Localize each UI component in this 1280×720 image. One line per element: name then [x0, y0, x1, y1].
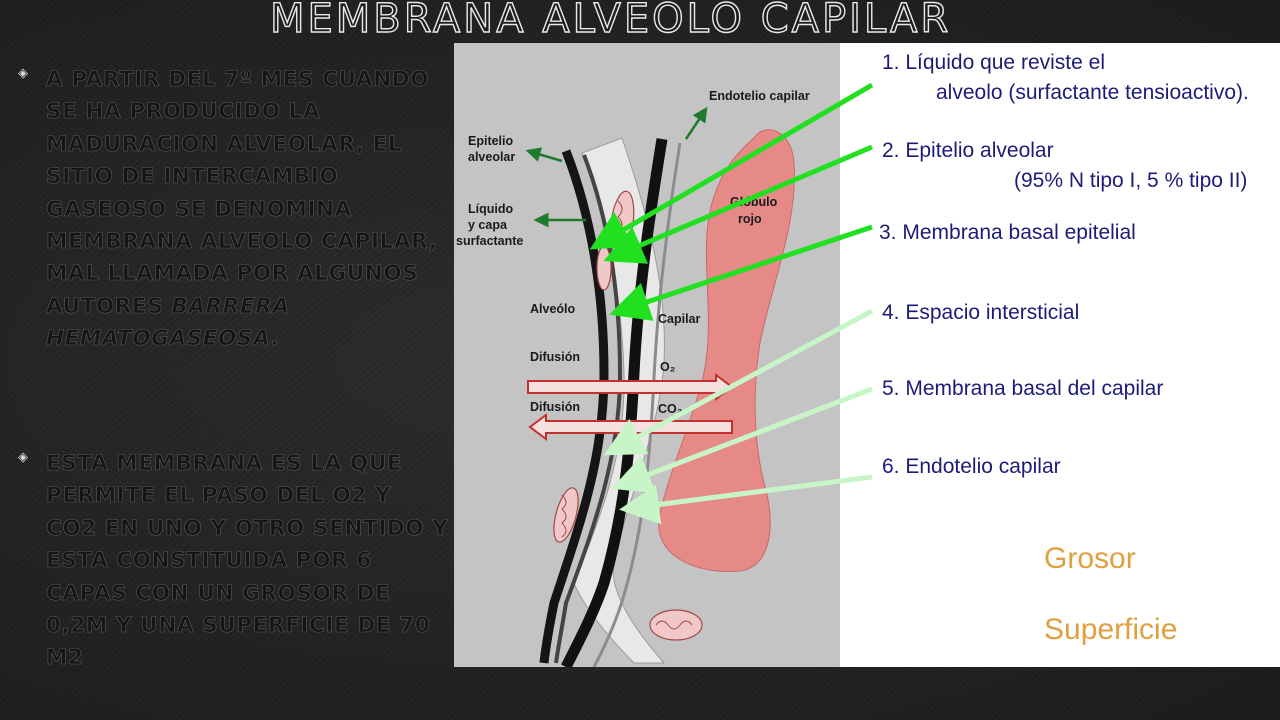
- label-liquido-2: y capa: [468, 218, 508, 232]
- layer-4-label: 4. Espacio intersticial: [882, 301, 1079, 324]
- layer-4-pointer-arrow: [603, 308, 874, 456]
- label-co2: CO₂: [658, 402, 682, 416]
- layer-1-line-2: alveolo (surfactante tensioactivo).: [936, 81, 1249, 104]
- endotelio-pointer-arrow: [684, 106, 708, 140]
- layer-1-line-1: 1. Líquido que reviste el: [882, 51, 1105, 74]
- layer-2-line-1: 2. Epitelio alveolar: [882, 139, 1054, 162]
- layer-3-pointer-arrow: [609, 224, 873, 321]
- bullet-item-2: ◈ ESTA MEMBRANA ES LA QUE PERMITE EL PAS…: [18, 448, 450, 675]
- bullet-text-2: ESTA MEMBRANA ES LA QUE PERMITE EL PASO …: [46, 448, 450, 675]
- layer-1-pointer-arrow: [589, 82, 874, 250]
- label-o2: O₂: [660, 360, 675, 374]
- layer-5-pointer-arrow: [611, 386, 873, 494]
- bullet-text-1: A PARTIR DEL 7º MES CUANDO SE HA PRODUCI…: [46, 64, 450, 356]
- bullet-2-main: ESTA MEMBRANA ES LA QUE PERMITE EL PASO …: [46, 451, 449, 671]
- red-blood-cell: [658, 129, 795, 573]
- membrane-capillary-basal: [592, 142, 682, 667]
- epitelio-pointer-arrow: [525, 147, 563, 163]
- label-epitelio-2: alveolar: [468, 150, 515, 164]
- superficie-label: Superficie: [1044, 613, 1177, 646]
- label-liquido-3: surfactante: [456, 234, 523, 248]
- label-difusion-1: Difusión: [530, 350, 580, 364]
- label-liquido-1: Líquido: [468, 202, 513, 216]
- bullet-1-end: .: [270, 326, 280, 352]
- membrane-diagram-svg: Endotelio capilar Epitelio alveolar Líqu…: [454, 43, 1249, 667]
- membrane-diagram: Endotelio capilar Epitelio alveolar Líqu…: [454, 43, 1280, 667]
- layer-6-pointer-arrow: [619, 474, 873, 525]
- mitochondrion-middle: [596, 245, 612, 291]
- label-globulo-2: rojo: [738, 212, 762, 226]
- layer-2-pointer-arrow: [603, 144, 873, 264]
- bullet-item-1: ◈ A PARTIR DEL 7º MES CUANDO SE HA PRODU…: [18, 64, 450, 356]
- diamond-bullet-icon: ◈: [18, 450, 28, 465]
- layer-6-label: 6. Endotelio capilar: [882, 455, 1061, 478]
- mitochondrion-bottom-cristae: [655, 620, 693, 630]
- mitochondrion-lower-cristae: [561, 494, 567, 538]
- diamond-bullet-icon: ◈: [18, 66, 28, 81]
- layer-5-label: 5. Membrana basal del capilar: [882, 377, 1163, 400]
- grosor-label: Grosor: [1044, 542, 1136, 575]
- bullet-1-italic: BARRERA HEMATOGASEOSA: [46, 293, 290, 352]
- label-alveolo: Alveólo: [530, 302, 576, 316]
- layer-3-label: 3. Membrana basal epitelial: [879, 221, 1136, 244]
- label-capilar: Capilar: [658, 312, 701, 326]
- slide-title: MEMBRANA ALVEOLO CAPILAR: [269, 0, 952, 43]
- label-endotelio-capilar: Endotelio capilar: [709, 89, 810, 103]
- layer-2-line-2: (95% N tipo I, 5 % tipo II): [1014, 169, 1247, 192]
- bullet-1-main: A PARTIR DEL 7º MES CUANDO SE HA PRODUCI…: [46, 67, 438, 319]
- mitochondrion-bottom: [649, 609, 703, 641]
- label-difusion-2: Difusión: [530, 400, 580, 414]
- label-globulo-1: Glóbulo: [730, 195, 778, 209]
- label-epitelio-1: Epitelio: [468, 134, 514, 148]
